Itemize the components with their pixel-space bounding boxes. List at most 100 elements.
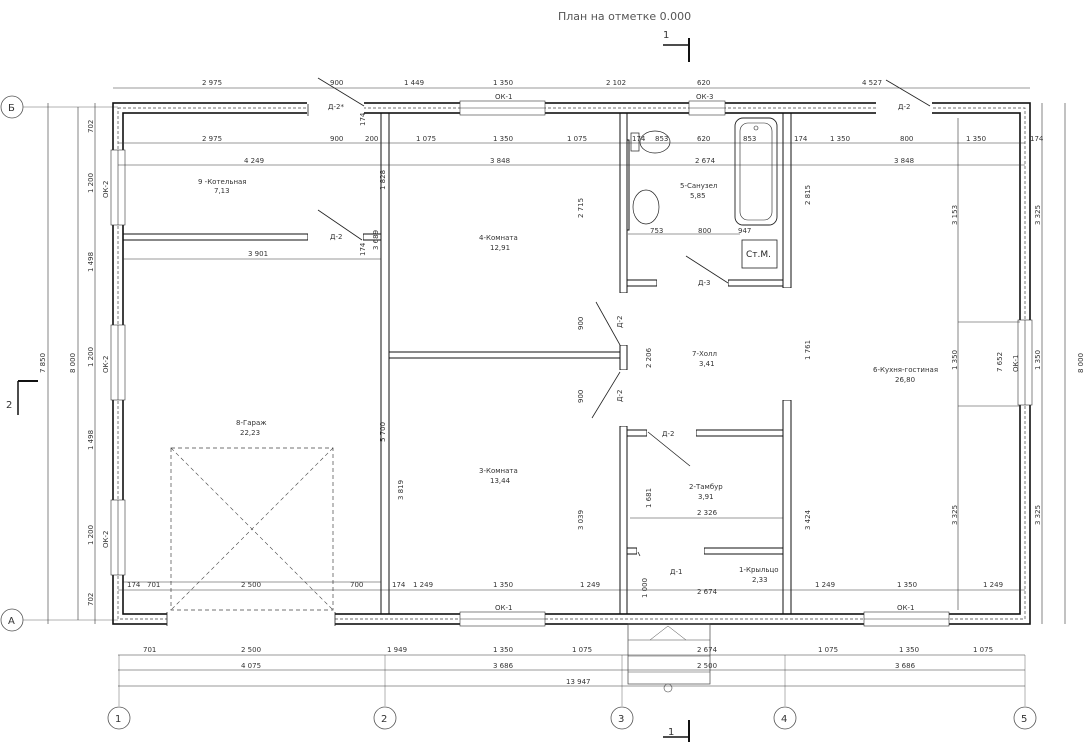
- dimension-value: 2 975: [202, 135, 222, 143]
- dimension-value: 1 075: [973, 646, 993, 654]
- water-tank-label: Ст.М.: [746, 250, 771, 260]
- dimension-value: 1 075: [572, 646, 592, 654]
- dimension-value: 853: [743, 135, 756, 143]
- sink-icon: [632, 189, 660, 225]
- section-mark-left: 2: [6, 380, 38, 415]
- dimension-value: 2 326: [697, 509, 718, 517]
- dimension-value: 3 686: [493, 662, 514, 670]
- dimension-value: 753: [650, 227, 663, 235]
- dimension-value: 3 424: [804, 509, 812, 530]
- dimension-value: 1 681: [645, 488, 653, 508]
- dimension-value: 2 500: [697, 662, 717, 670]
- dimension-value: 1 350: [493, 79, 513, 87]
- dimension-value: 3 686: [895, 662, 916, 670]
- room-area: 2,33: [752, 576, 768, 584]
- toilet-icon: [630, 130, 671, 154]
- dimension-value: 1 350: [899, 646, 919, 654]
- dimension-value: 1 828: [379, 170, 387, 190]
- dimension-value: 3 153: [951, 205, 959, 225]
- window-tag: ОК-1: [495, 93, 512, 101]
- dimension-value: 3 901: [248, 250, 268, 258]
- window-tag: ОК-1: [1012, 355, 1020, 372]
- dimension-value: 174: [794, 135, 808, 143]
- dimension-value: 800: [900, 135, 913, 143]
- dimension-value: 3 039: [577, 510, 585, 530]
- water-tank-icon: Ст.М.: [741, 239, 778, 269]
- door-tag: Д-2*: [328, 103, 344, 111]
- room-name: 9 -Котельная: [198, 178, 247, 186]
- dimension-value: 4 527: [862, 79, 882, 87]
- interior-lines: [628, 118, 1020, 610]
- dimension-value: 1 249: [580, 581, 600, 589]
- door-tag: Д-1: [670, 568, 682, 576]
- dimension-value: 174: [359, 242, 367, 256]
- room-area: 12,91: [490, 244, 510, 252]
- axis-4: 4: [781, 714, 787, 725]
- section-mark-bottom-label: 1: [668, 727, 674, 738]
- dimension-value: 174: [359, 112, 367, 126]
- dimension-value: 2 975: [202, 79, 222, 87]
- dimension-value: 3 848: [894, 157, 914, 165]
- dimension-value: 3 325: [951, 505, 959, 525]
- room-area: 3,91: [698, 493, 714, 501]
- dimension-value: 174: [127, 581, 141, 589]
- axis-5: 5: [1021, 714, 1027, 725]
- room-name: 1-Крыльцо: [739, 566, 779, 574]
- axis-3: 3: [618, 714, 624, 725]
- bathtub-icon: [734, 117, 778, 226]
- window-tag: ОК-2: [102, 181, 110, 198]
- dimension-value: 1 200: [87, 173, 95, 193]
- dimension-value: 1 249: [815, 581, 835, 589]
- dimension-value: 2 715: [577, 198, 585, 218]
- dimension-value: 1 075: [416, 135, 436, 143]
- dimension-value: 800: [698, 227, 711, 235]
- door-tag: Д-2: [616, 316, 624, 328]
- doors: [166, 77, 932, 626]
- dimension-value: 1 350: [1034, 350, 1042, 370]
- room-labels: 9 -Котельная 7,13 4-Комната 12,91 5-Сану…: [198, 178, 938, 584]
- dimension-value: 1 949: [387, 646, 407, 654]
- room-name: 7-Холл: [692, 350, 717, 358]
- grid-lines: [22, 106, 1026, 706]
- window-tag: ОК-2: [102, 531, 110, 548]
- dimension-value: 620: [697, 135, 710, 143]
- room-name: 3-Комната: [479, 467, 518, 475]
- dimension-value: 1 075: [818, 646, 838, 654]
- exterior-walls: [112, 102, 1031, 625]
- window-tag: ОК-3: [696, 93, 713, 101]
- window-tag: ОК-1: [495, 604, 512, 612]
- dimension-value: 5 700: [379, 422, 387, 442]
- door-tag: Д-2: [616, 390, 624, 402]
- room-area: 7,13: [214, 187, 230, 195]
- section-mark-top: 1: [663, 30, 690, 62]
- door-tag: Д-2: [330, 233, 342, 241]
- dimension-value: 1 498: [87, 252, 95, 272]
- dimension-value: 700: [350, 581, 363, 589]
- dimension-value: 620: [697, 79, 710, 87]
- dimension-value: 174: [632, 135, 646, 143]
- dimension-value: 1 000: [641, 578, 649, 598]
- dimension-value: 7 652: [996, 352, 1004, 372]
- window-tag: ОК-1: [897, 604, 914, 612]
- dimension-value: 1 200: [87, 347, 95, 367]
- dimension-value: 3 325: [1034, 505, 1042, 525]
- dimension-value: 900: [577, 317, 585, 330]
- axis-bubbles: 1 2 3 4 5 Б А: [0, 95, 1037, 730]
- dimension-value: 1 350: [897, 581, 917, 589]
- section-mark-top-label: 1: [663, 30, 669, 41]
- dimension-value: 2 674: [697, 646, 718, 654]
- dimension-value: 1 350: [493, 135, 513, 143]
- door-tag: Д-3: [698, 279, 710, 287]
- dimension-value: 2 674: [695, 157, 716, 165]
- room-name: 2-Тамбур: [689, 483, 723, 491]
- dimension-value: 701: [143, 646, 156, 654]
- dimension-value: 1 449: [404, 79, 424, 87]
- room-area: 13,44: [490, 477, 511, 485]
- dimension-value: 702: [87, 120, 95, 133]
- room-name: 8-Гараж: [236, 419, 267, 427]
- plan-title: План на отметке 0.000: [558, 10, 691, 23]
- dimension-value: 701: [147, 581, 160, 589]
- dimension-value: 900: [330, 79, 343, 87]
- dimension-value: 853: [655, 135, 668, 143]
